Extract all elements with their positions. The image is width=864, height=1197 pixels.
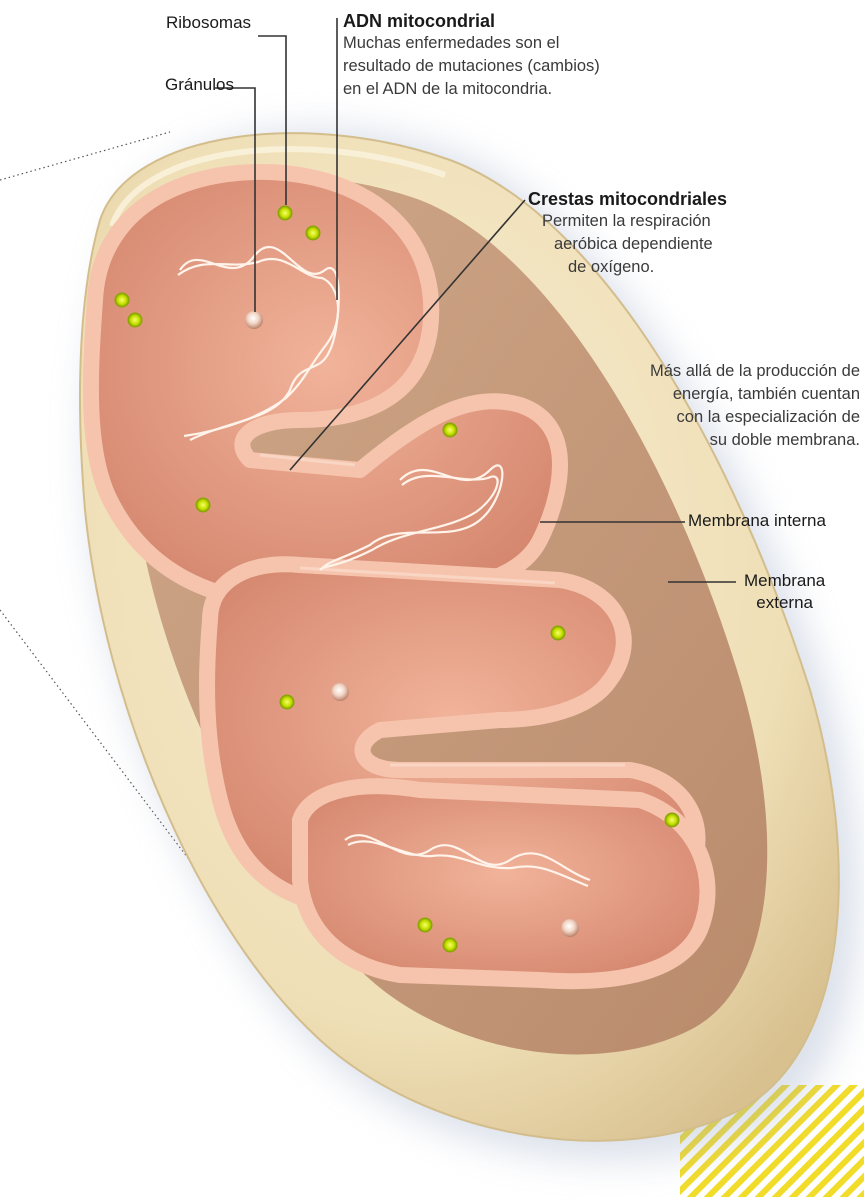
- label-intro-line: su doble membrana.: [650, 429, 860, 452]
- granule: [561, 919, 579, 937]
- ribosome: [128, 313, 142, 327]
- ribosome: [280, 695, 294, 709]
- label-crestas-line: aeróbica dependiente: [528, 233, 727, 256]
- label-crestas: Crestas mitocondriales Permiten la respi…: [528, 188, 727, 279]
- ribosome: [115, 293, 129, 307]
- ribosome: [551, 626, 565, 640]
- label-crestas-line: Permiten la respiración: [528, 210, 727, 233]
- ribosome: [418, 918, 432, 932]
- label-ribosomas: Ribosomas: [166, 12, 251, 34]
- label-adn-title: ADN mitocondrial: [343, 10, 600, 32]
- label-intro-line: Más allá de la producción de: [650, 360, 860, 383]
- ribosome: [443, 423, 457, 437]
- label-crestas-title: Crestas mitocondriales: [528, 188, 727, 210]
- label-adn-line: Muchas enfermedades son el: [343, 32, 600, 55]
- label-intro-line: energía, también cuentan: [650, 383, 860, 406]
- ribosome: [665, 813, 679, 827]
- label-adn-line: en el ADN de la mitocondria.: [343, 78, 600, 101]
- label-granulos: Gránulos: [165, 74, 234, 96]
- granule: [245, 311, 263, 329]
- label-membrana-externa-line: externa: [744, 592, 825, 614]
- label-membrana-externa-line: Membrana: [744, 570, 825, 592]
- label-adn-line: resultado de mutaciones (cambios): [343, 55, 600, 78]
- label-crestas-line: de oxígeno.: [528, 256, 727, 279]
- ribosome: [306, 226, 320, 240]
- ribosome: [443, 938, 457, 952]
- label-intro: Más allá de la producción de energía, ta…: [650, 360, 860, 452]
- label-membrana-externa: Membrana externa: [744, 570, 825, 614]
- label-intro-line: con la especialización de: [650, 406, 860, 429]
- ribosome: [196, 498, 210, 512]
- label-adn: ADN mitocondrial Muchas enfermedades son…: [343, 10, 600, 101]
- granule: [331, 683, 349, 701]
- ribosome: [278, 206, 292, 220]
- label-membrana-interna: Membrana interna: [688, 510, 826, 532]
